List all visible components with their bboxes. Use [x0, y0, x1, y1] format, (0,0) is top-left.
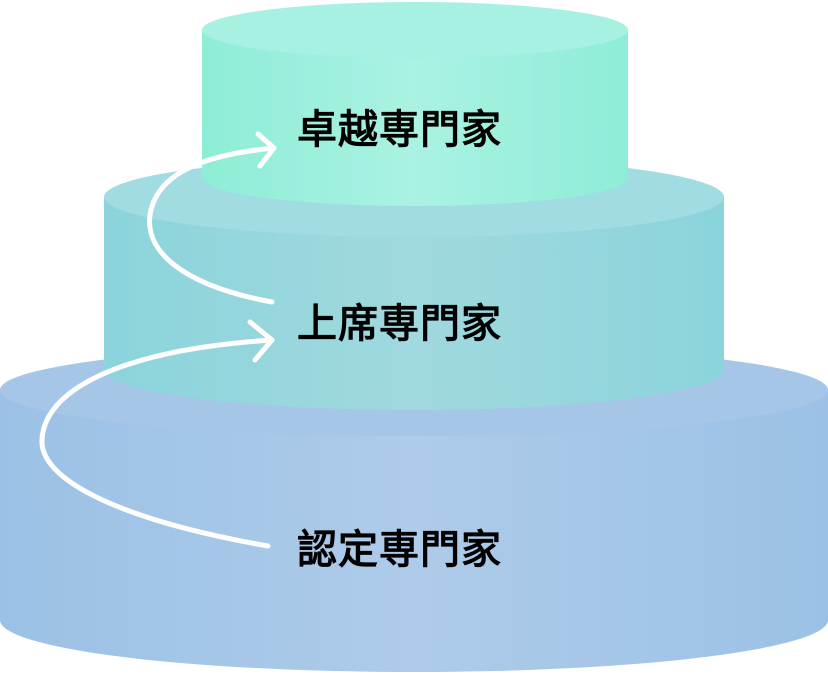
tier-label-top: 卓越専門家 [297, 107, 502, 153]
promotion-arrow-icon [39, 319, 275, 549]
tier-label-middle: 上席専門家 [297, 301, 502, 347]
tier-top-cylinder [202, 2, 628, 206]
promotion-arrow-icon [147, 131, 277, 305]
tier-label-bottom: 認定専門家 [297, 527, 502, 573]
